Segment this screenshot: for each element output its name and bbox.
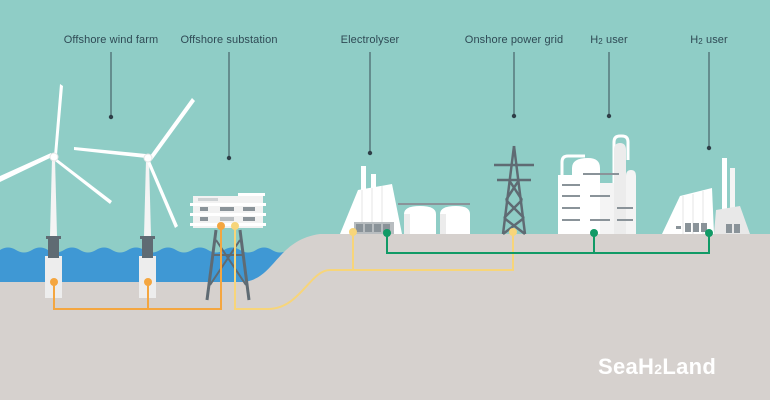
electrolyser-power-node — [349, 228, 357, 236]
label-offshore-substation: Offshore substation — [180, 34, 278, 46]
brand-prefix: SeaH — [598, 354, 655, 379]
label-h2-user-1-suffix: user — [602, 34, 628, 46]
power-grid-node — [509, 228, 517, 236]
label-h2-user-1-prefix: H — [590, 34, 599, 46]
label-onshore-power-grid: Onshore power grid — [464, 34, 564, 46]
offshore-substation — [190, 193, 266, 301]
land — [0, 234, 770, 400]
brand-suffix: Land — [662, 354, 717, 379]
h2-user-refinery — [558, 134, 636, 234]
label-h2-user-1: H2 user — [590, 34, 628, 46]
electrolyser-h2-node — [383, 229, 391, 237]
h2-user-1-node — [590, 229, 598, 237]
h2-user-plant — [662, 158, 750, 234]
brand-logo: SeaH2Land — [598, 354, 716, 380]
label-h2-user-2: H2 user — [690, 34, 728, 46]
h2-user-2-node — [705, 229, 713, 237]
leader-dots — [108, 113, 712, 161]
wind-turbine-1 — [0, 84, 112, 298]
power-pylon — [494, 145, 534, 235]
electricity-cable-offshore — [53, 226, 222, 310]
label-h2-user-2-suffix: user — [702, 34, 728, 46]
export-cable — [234, 226, 514, 310]
electrolyser-building — [340, 166, 470, 234]
label-h2-user-2-prefix: H — [690, 34, 699, 46]
wind-turbine-2-node — [144, 278, 152, 286]
label-h2-user-2-sub: 2 — [698, 37, 703, 46]
brand-subscript: 2 — [654, 361, 663, 377]
wind-turbine-1-node — [50, 278, 58, 286]
wind-turbine-2 — [74, 98, 195, 298]
label-h2-user-1-sub: 2 — [598, 37, 603, 46]
leader-lines — [110, 52, 710, 158]
label-offshore-wind-farm: Offshore wind farm — [63, 34, 159, 46]
label-electrolyser: Electrolyser — [340, 34, 400, 46]
substation-node-in — [217, 222, 225, 230]
substation-node-out — [231, 222, 239, 230]
